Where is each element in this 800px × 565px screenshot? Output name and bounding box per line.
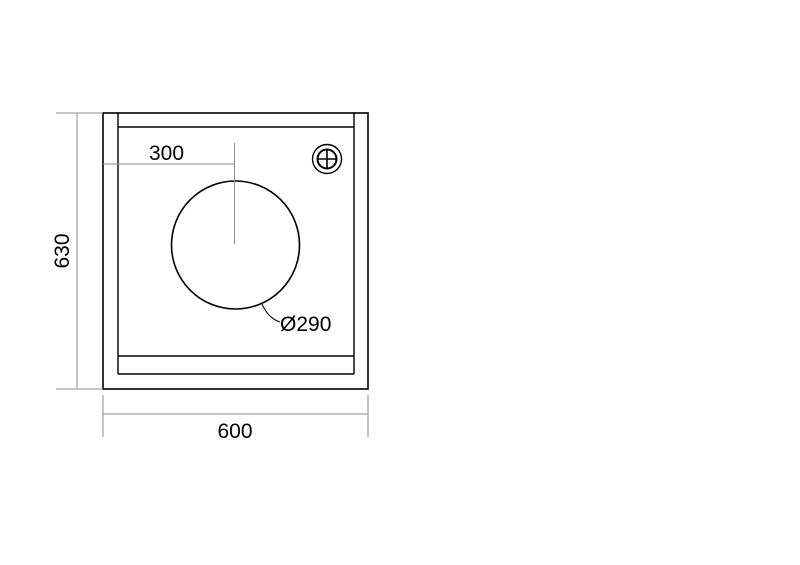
- crosshair-circle-icon: [311, 143, 343, 175]
- diameter-leader-line: [261, 303, 281, 323]
- center-offset-label: 300: [149, 142, 184, 165]
- cabinet-outer-frame: [102, 112, 369, 390]
- hole-diameter-label: Ø290: [280, 313, 331, 336]
- hole-circle: [170, 180, 301, 310]
- height-label: 630: [51, 233, 74, 268]
- width-label: 600: [217, 420, 252, 443]
